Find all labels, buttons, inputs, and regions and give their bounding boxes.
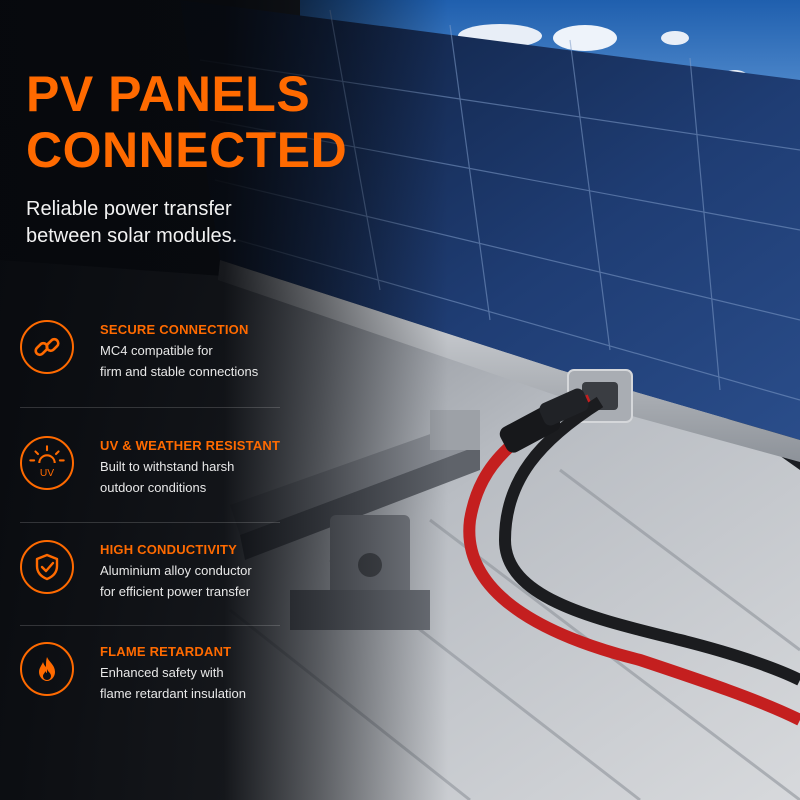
shield-check-icon: [20, 540, 74, 594]
headline-line-2: CONNECTED: [26, 122, 348, 178]
sun-uv-icon: UV: [20, 436, 74, 490]
divider: [20, 522, 280, 523]
chain-link-icon: [20, 320, 74, 374]
uv-label: UV: [40, 468, 54, 479]
feature-text-line-2: firm and stable connections: [100, 364, 259, 379]
feature-text-line-2: for efficient power transfer: [100, 584, 251, 599]
feature-text-line-1: Aluminium alloy conductor: [100, 563, 252, 578]
feature-title: UV & WEATHER RESISTANT: [100, 438, 281, 453]
divider: [20, 407, 280, 408]
feature-title: HIGH CONDUCTIVITY: [100, 542, 238, 557]
headline: PV PANELS CONNECTED: [26, 66, 347, 178]
feature-secure-connection: SECURE CONNECTION MC4 compatible for fir…: [20, 316, 320, 388]
feature-text-line-1: Built to withstand harsh: [100, 459, 235, 474]
subtitle-line-2: between solar modules.: [26, 225, 238, 247]
feature-title: FLAME RETARDANT: [100, 644, 232, 659]
subtitle: Reliable power transfer between solar mo…: [26, 196, 237, 250]
subtitle-line-1: Reliable power transfer: [26, 198, 232, 220]
feature-text-line-2: outdoor conditions: [100, 480, 207, 495]
flame-icon: [20, 642, 74, 696]
feature-flame-retardant: FLAME RETARDANT Enhanced safety with fla…: [20, 638, 320, 710]
feature-text-line-1: MC4 compatible for: [100, 343, 213, 358]
headline-line-1: PV PANELS: [26, 66, 311, 122]
feature-title: SECURE CONNECTION: [100, 322, 249, 337]
feature-text-line-2: flame retardant insulation: [100, 686, 246, 701]
divider: [20, 625, 280, 626]
feature-high-conductivity: HIGH CONDUCTIVITY Aluminium alloy conduc…: [20, 536, 320, 608]
feature-text-line-1: Enhanced safety with: [100, 665, 224, 680]
feature-uv-weather: UV UV & WEATHER RESISTANT Built to withs…: [20, 432, 320, 504]
